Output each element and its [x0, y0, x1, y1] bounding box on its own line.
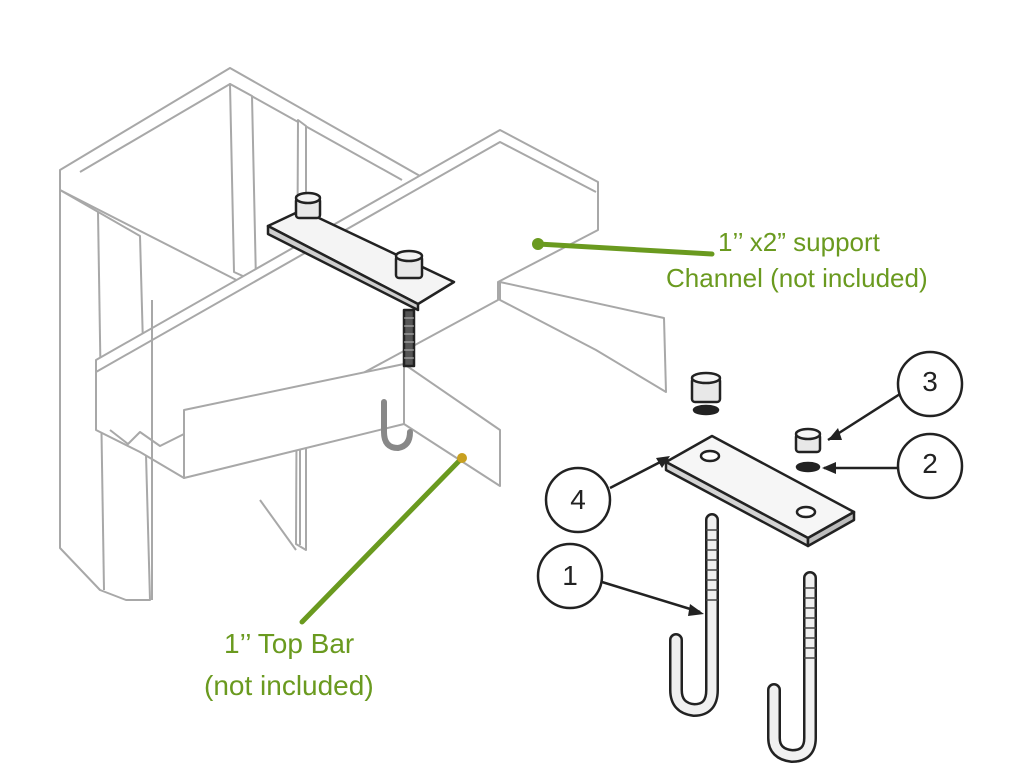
topbar-label-line1: 1’’ Top Bar: [224, 628, 355, 659]
callout-circle-4: [544, 466, 612, 534]
callout-arrowheads: [656, 428, 842, 616]
part-number-2: 2: [922, 448, 938, 479]
loose-nut-1: [690, 371, 722, 416]
channel-label-line1: 1’’ x2” support: [718, 227, 880, 257]
loose-plate: [664, 434, 856, 548]
installed-j-hook: [381, 399, 413, 452]
topbar-dot: [457, 453, 467, 463]
topbar-leader: [299, 455, 465, 625]
part-callouts: [536, 350, 964, 610]
callout-circle-1: [536, 542, 604, 610]
part-3-nut: [794, 427, 822, 454]
leader-3: [827, 392, 901, 442]
part-number-3: 3: [922, 366, 938, 397]
j-bolt-2: [767, 571, 817, 763]
callout-leaders: [601, 392, 901, 614]
green-annotations: [299, 241, 715, 625]
mounted-bolt-1: [294, 191, 322, 220]
support-channel: [95, 129, 599, 479]
mounted-bolt-2: [394, 249, 424, 280]
channel-leader: [535, 241, 715, 257]
callout-circle-2: [896, 432, 964, 500]
frame-rear-post: [229, 83, 257, 283]
mounted-plate-assembly: [266, 191, 456, 368]
channel-label-line2: Channel (not included): [666, 263, 928, 293]
mounted-threaded-rod: [402, 308, 416, 368]
topbar-label-line2: (not included): [204, 670, 374, 701]
j-bolt-1: [669, 513, 719, 717]
leader-4: [609, 456, 669, 490]
rear-channel: [499, 281, 667, 393]
channel-dot: [532, 238, 544, 250]
callout-circle-3: [896, 350, 964, 418]
leader-1: [601, 580, 701, 614]
loose-hardware: [664, 371, 856, 763]
part-number-4: 4: [570, 484, 586, 515]
part-number-1: 1: [562, 560, 578, 591]
part-2-washer: [795, 461, 821, 473]
